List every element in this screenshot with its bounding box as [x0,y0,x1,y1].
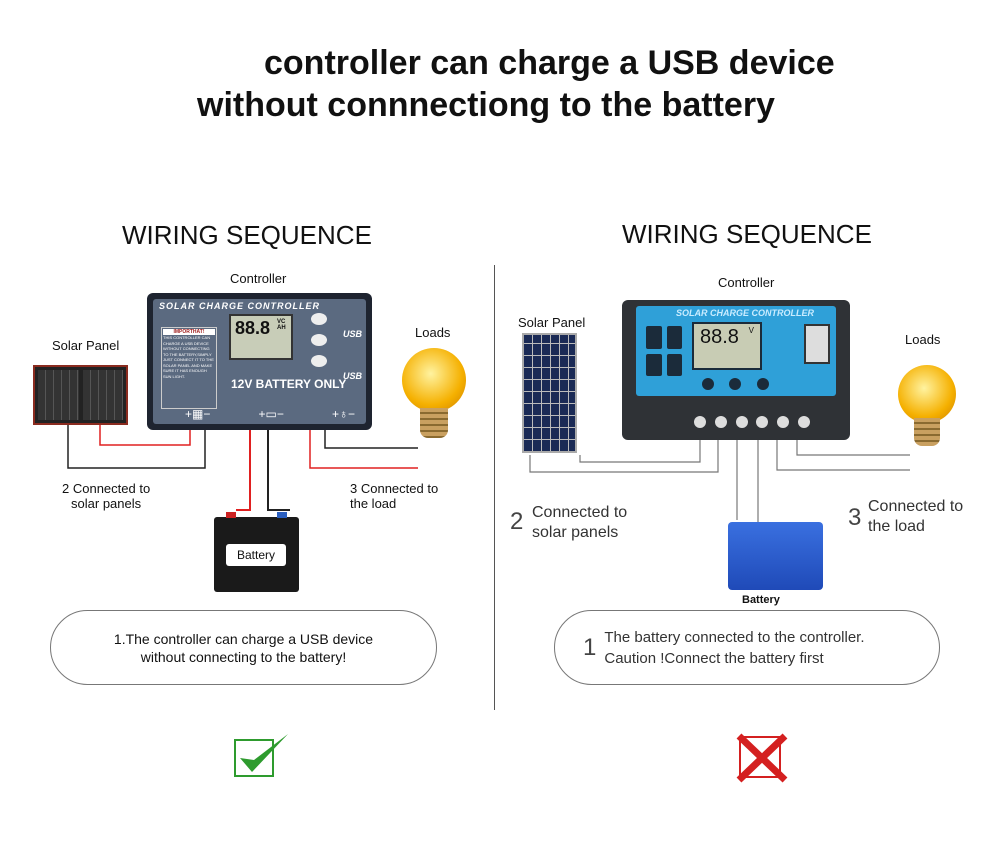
left-battery-label: Battery [226,544,286,566]
divider [494,265,495,710]
right-step-2-num: 2 [510,508,524,535]
right-battery [728,522,823,590]
right-step-2: Connected to solar panels [532,504,628,541]
right-note-num: 1 [583,633,597,661]
left-lcd-units: VC AH [277,319,286,331]
left-terminal-symbols: +▦−+▭−+♁− [185,407,355,421]
left-lcd-value: 88.8 [235,318,271,338]
right-step-3: Connected to the load [868,498,964,535]
left-note-line-2: without connecting to the battery! [140,648,347,665]
left-note-line-1: 1.The controller can charge a USB device [113,630,374,647]
right-solar-panel [522,333,577,453]
right-controller-label: Controller [718,275,775,290]
right-bulb-icon [898,365,956,423]
right-loads-label: Loads [905,332,941,347]
right-battery-label: Battery [742,594,780,606]
right-wiring [529,430,910,540]
right-bulb-base [914,418,940,446]
left-button-3 [311,355,327,367]
left-solar-panel-label: Solar Panel [52,338,120,353]
left-battery-only: 12V BATTERY ONLY [231,377,347,391]
right-lcd-units: V [748,326,754,335]
left-controller-title: SOLAR CHARGE CONTROLLER [159,301,320,311]
left-usb-port-1: USB [343,329,363,339]
usb-port-icon [804,324,830,364]
left-controller-label: Controller [230,271,287,286]
left-bulb-icon [402,348,466,412]
check-icon [234,734,288,777]
right-terminals [694,416,810,428]
left-notice-title: IMPORTHAT! [163,329,215,335]
header-line-2: without connnectiong to the battery [197,86,775,124]
left-button-2 [311,334,327,346]
right-lcd-value: 88.8 [700,326,739,348]
left-solar-panel [33,365,128,425]
left-battery: Battery [214,512,299,592]
right-controller-title: SOLAR CHARGE CONTROLLER [676,308,814,318]
left-notice-text: THIS CONTROLLER CAN CHARGE A USB DEVICE … [163,335,214,379]
left-bulb-base [420,408,448,438]
left-button-1 [311,313,327,325]
left-step-3: 3 Connected to the load [350,481,439,511]
left-loads-label: Loads [415,325,451,340]
header-line-1: controller can charge a USB device [264,44,835,82]
left-step-2: 2 Connected to solar panels [62,481,151,511]
right-solar-panel-label: Solar Panel [518,315,586,330]
right-note: 1 The battery connected to the controlle… [554,610,940,685]
left-usb-port-2: USB [343,371,363,381]
left-heading: WIRING SEQUENCE [122,220,372,250]
right-step-3-num: 3 [848,504,862,531]
left-wiring [67,422,418,511]
right-controller: SOLAR CHARGE CONTROLLER 88.8 V [622,300,850,440]
right-heading: WIRING SEQUENCE [622,219,872,249]
left-note: 1.The controller can charge a USB device… [50,610,437,685]
right-note-line-1: The battery connected to the controller. [604,628,865,646]
left-controller: SOLAR CHARGE CONTROLLER IMPORTHAT! THIS … [147,293,372,430]
cross-icon [736,733,788,783]
right-note-line-2: Caution !Connect the battery first [604,649,824,667]
